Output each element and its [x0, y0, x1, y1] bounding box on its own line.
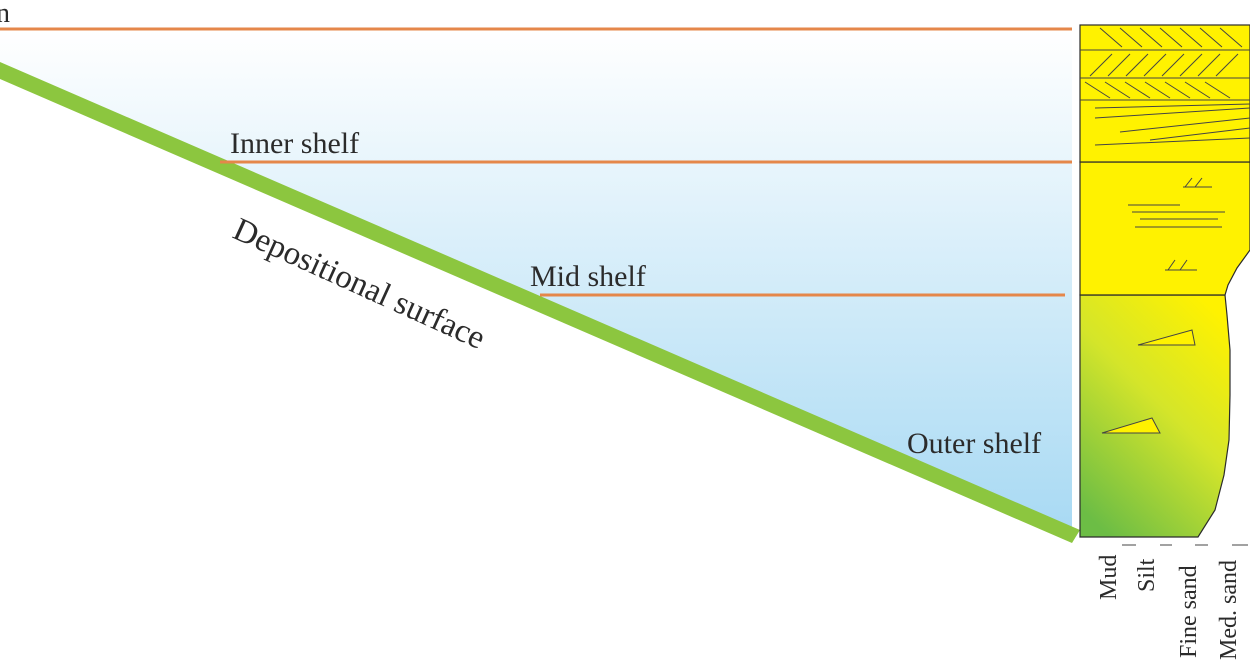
grain-size-label-med-sand: Med. sand [1216, 560, 1242, 660]
inner-shelf-label: Inner shelf [230, 127, 359, 160]
low-angle-laminae [1094, 103, 1250, 146]
grain-size-label-silt: Silt [1134, 558, 1160, 592]
sediment-log-column [1079, 24, 1250, 538]
herringbone-cross-beds [1084, 27, 1243, 99]
parallel-laminae [1128, 204, 1225, 228]
wedge-symbol [1137, 329, 1196, 346]
lower-coarsening-unit [1079, 294, 1231, 538]
depositional-surface-band [0, 62, 1080, 543]
middle-sand-unit [1079, 161, 1250, 296]
grain-size-label-mud: Mud [1096, 555, 1122, 600]
ripple-symbol [1183, 177, 1212, 188]
mid-shelf-label: Mid shelf [530, 260, 646, 293]
wedge-symbol [1101, 417, 1161, 434]
grain-size-label-fine-sand: Fine sand [1176, 565, 1202, 658]
outer-shelf-label: Outer shelf [907, 427, 1041, 460]
ripple-symbol [1165, 259, 1197, 271]
top-cut-label: n [0, 0, 10, 29]
